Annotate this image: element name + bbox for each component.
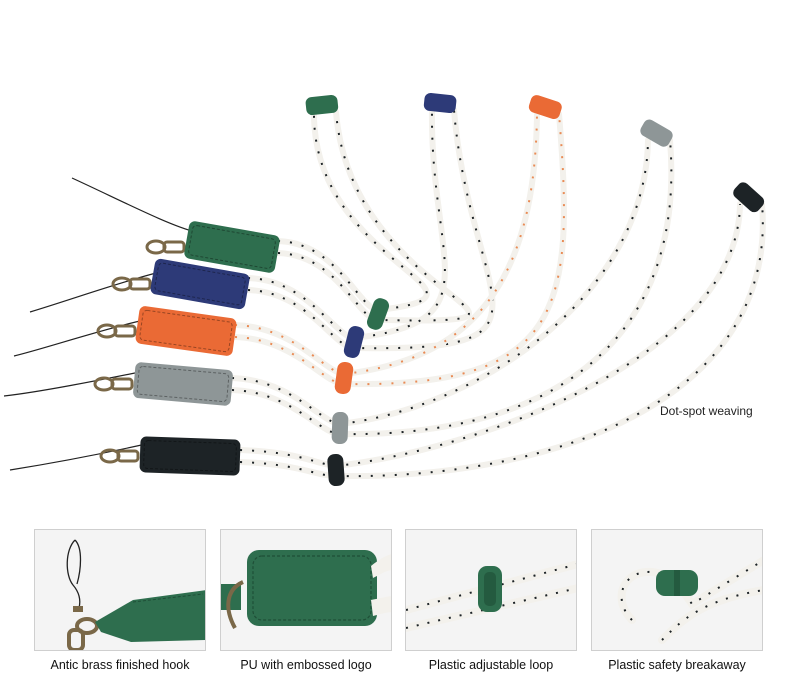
adjustable-slider xyxy=(331,411,349,445)
breakaway-clasp xyxy=(733,182,765,213)
breakaway-clasp xyxy=(528,95,562,119)
lanyard-variant xyxy=(3,119,675,445)
wrist-string xyxy=(13,319,145,357)
pu-tab xyxy=(150,258,250,310)
caption-adjustable-loop: Plastic adjustable loop xyxy=(428,658,554,672)
wrist-string xyxy=(3,371,141,397)
adjustable-slider xyxy=(327,453,345,487)
adjustable-slider xyxy=(343,326,365,358)
pu-tab xyxy=(133,362,233,406)
wrist-string xyxy=(9,443,147,471)
detail-panel-safety-breakaway xyxy=(591,529,763,651)
lanyard-variant xyxy=(71,94,472,330)
lanyard-variant xyxy=(29,92,496,358)
dot-spot-weaving-label: Dot-spot weaving xyxy=(660,404,753,418)
lanyard-variant xyxy=(13,95,567,395)
wrist-string xyxy=(71,177,197,233)
pu-tab xyxy=(184,221,280,273)
breakaway-clasp xyxy=(423,92,457,114)
breakaway-clasp xyxy=(305,94,339,116)
detail-panel-pu-logo xyxy=(220,529,392,651)
breakaway-clasp xyxy=(640,119,673,147)
detail-panel-adjustable-loop xyxy=(405,529,577,651)
lanyard-product-photo xyxy=(3,92,766,487)
caption-safety-breakaway: Plastic safety breakaway xyxy=(608,658,746,672)
caption-pu-logo: PU with embossed logo xyxy=(240,658,372,672)
caption-hook: Antic brass finished hook xyxy=(50,658,190,672)
brass-hook xyxy=(145,239,167,255)
adjustable-slider xyxy=(334,361,354,395)
pu-tab xyxy=(135,306,237,356)
adjustable-slider xyxy=(366,298,390,330)
brass-hook xyxy=(93,376,115,392)
pu-tab xyxy=(139,436,241,476)
detail-panel-hook xyxy=(34,529,206,651)
brass-hook xyxy=(111,276,133,292)
wrist-string xyxy=(29,271,161,313)
lanyard-variant xyxy=(9,182,766,487)
